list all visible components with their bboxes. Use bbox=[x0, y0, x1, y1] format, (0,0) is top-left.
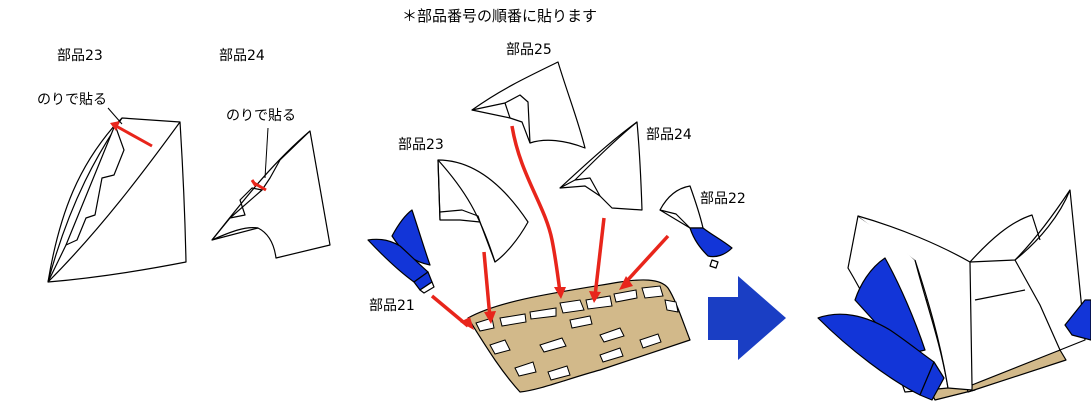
arrow-part24 bbox=[593, 217, 606, 297]
shell-part25 bbox=[471, 61, 586, 149]
label-part22: 部品22 bbox=[700, 191, 746, 207]
right-arrow-icon bbox=[708, 276, 786, 360]
detail-shell-part23 bbox=[47, 117, 187, 283]
shell-part21 bbox=[367, 209, 435, 294]
arrow-part25 bbox=[510, 125, 562, 293]
completed-model bbox=[817, 189, 1091, 401]
label-glue-a: のりで貼る bbox=[37, 92, 107, 108]
glue-arrow-part24 bbox=[250, 127, 269, 192]
label-part25: 部品25 bbox=[506, 42, 552, 58]
glue-arrow-part23 bbox=[107, 107, 153, 148]
arrow-part23 bbox=[482, 251, 492, 319]
label-part21: 部品21 bbox=[369, 298, 415, 314]
label-glue-b: のりで貼る bbox=[226, 108, 296, 124]
placement-arrowheads bbox=[460, 276, 633, 330]
detail-shell-part24 bbox=[211, 130, 331, 259]
shell-part23 bbox=[437, 159, 529, 263]
base-plate bbox=[467, 279, 691, 393]
shell-part22 bbox=[659, 185, 733, 269]
shell-part24 bbox=[559, 121, 643, 211]
label-left-part23: 部品23 bbox=[57, 48, 103, 64]
label-part24: 部品24 bbox=[646, 127, 692, 143]
arrow-part22 bbox=[623, 234, 670, 285]
placement-arrows bbox=[430, 125, 670, 328]
page-title: ＊部品番号の順番に貼ります bbox=[402, 7, 598, 25]
label-left-part24: 部品24 bbox=[219, 48, 265, 64]
label-part23: 部品23 bbox=[398, 137, 444, 153]
